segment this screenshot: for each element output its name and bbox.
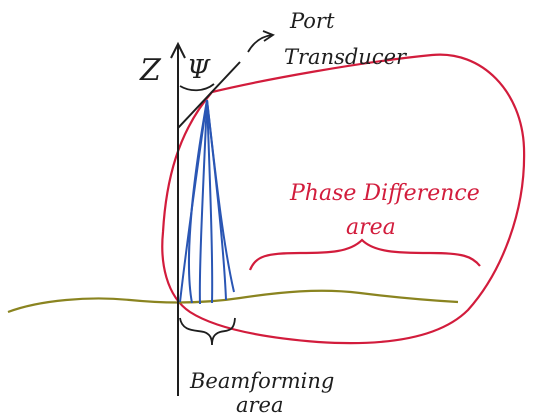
phase-difference-label-line1: Phase Difference	[289, 181, 480, 206]
beamforming-label-line1: Beamforming	[189, 369, 334, 393]
z-axis-label: Z	[139, 53, 162, 88]
port-transducer-label-line1: Port	[289, 9, 335, 33]
beam-6	[206, 99, 235, 293]
angle-psi-label: Ψ	[187, 55, 211, 85]
transducer-pointer-arrowhead	[262, 30, 275, 42]
z-axis-arrowhead	[170, 41, 186, 59]
seafloor-line	[7, 289, 459, 314]
beam-3	[198, 99, 208, 305]
port-transducer-label-line2: Transducer	[284, 45, 408, 69]
phase-difference-label-line2: area	[346, 215, 396, 240]
transducer-pointer-arrow	[247, 34, 273, 53]
transducer-line	[177, 61, 241, 129]
beamforming-brace	[179, 317, 236, 346]
beam-2	[187, 99, 208, 304]
beam-4	[206, 99, 214, 304]
angle-arc	[179, 83, 215, 92]
phase-difference-brace	[248, 238, 481, 271]
beamforming-label-line2: area	[236, 393, 284, 417]
phase-difference-region	[161, 53, 526, 345]
beamforming-beams	[179, 99, 235, 305]
